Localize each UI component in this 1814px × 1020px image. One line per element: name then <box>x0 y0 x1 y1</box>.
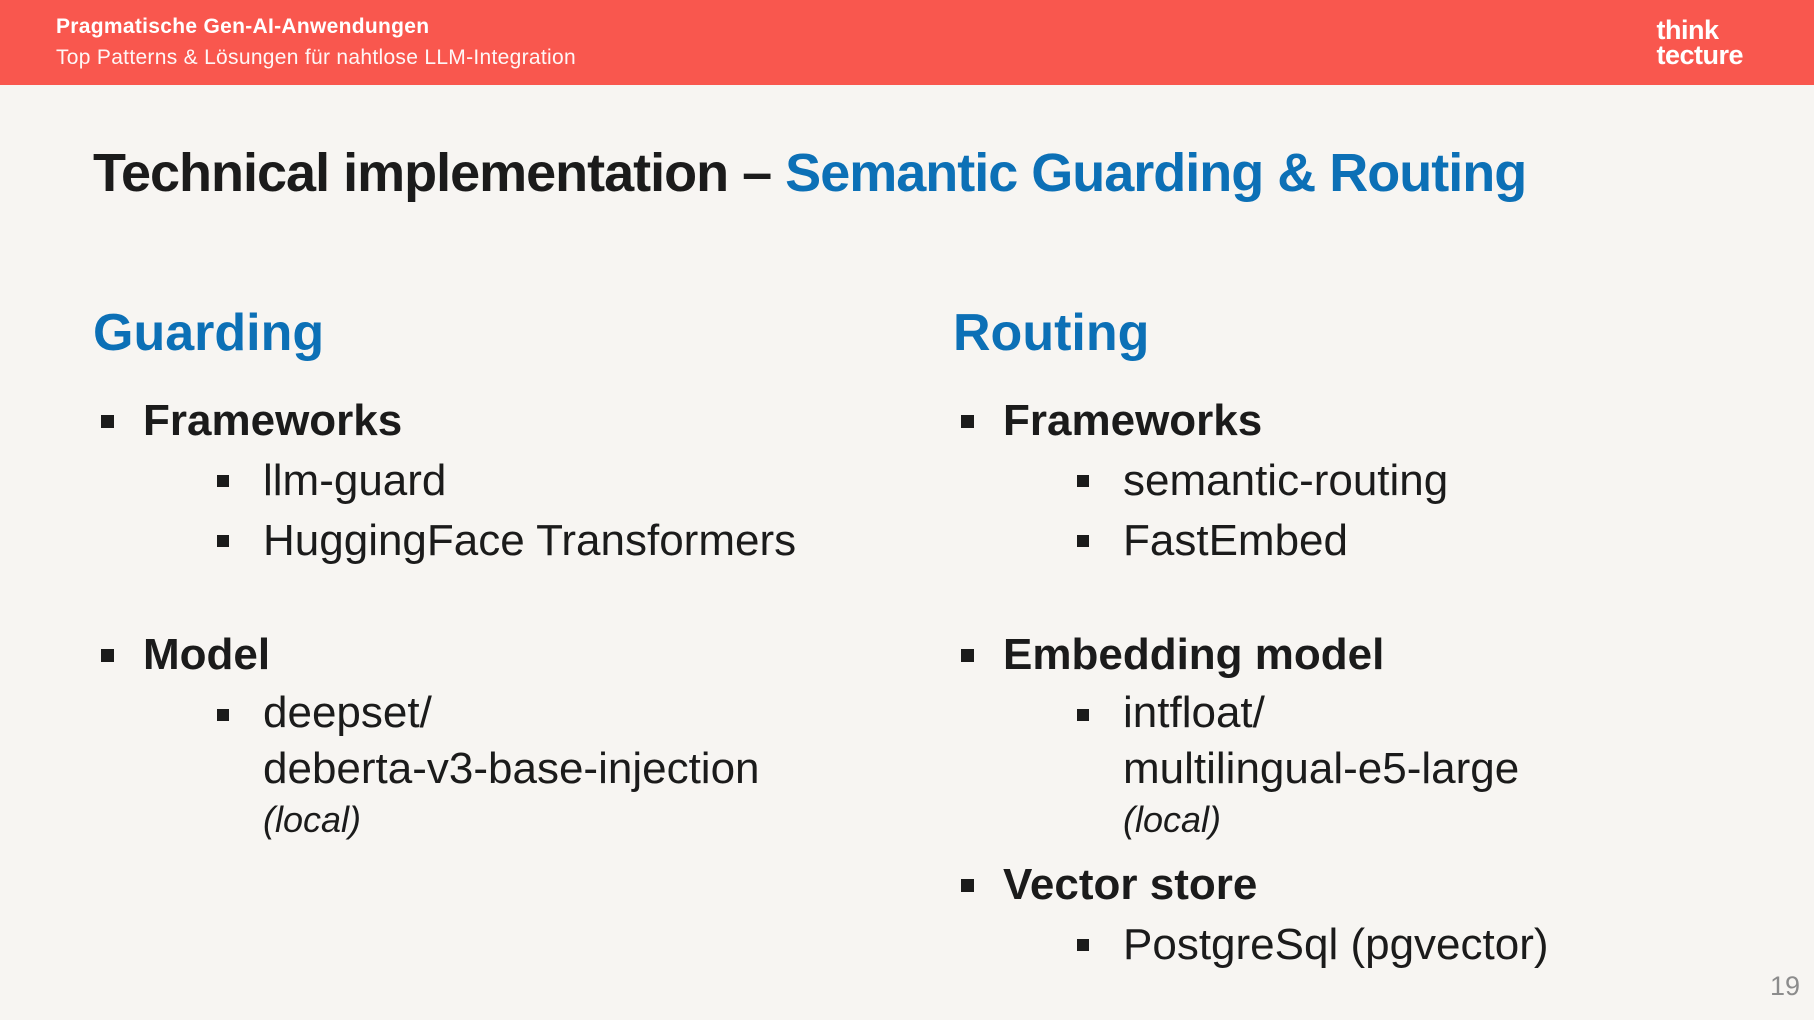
list-item-huggingface-transformers: HuggingFace Transformers <box>93 511 893 571</box>
square-bullet-icon <box>217 709 229 721</box>
list-item-semantic-routing: semantic-routing <box>953 451 1773 511</box>
list-label: Model <box>143 630 271 679</box>
list-item-text: PostgreSql (pgvector) <box>1123 920 1549 969</box>
guarding-heading: Guarding <box>93 304 325 362</box>
list-item-text: llm-guard <box>263 456 447 505</box>
deck-title: Pragmatische Gen-AI-Anwendungen <box>56 15 430 38</box>
slide-title: Technical implementation – Semantic Guar… <box>93 142 1527 204</box>
guarding-column: Guarding Frameworks llm-guard HuggingFac… <box>93 303 893 843</box>
square-bullet-icon <box>961 879 974 892</box>
page-number: 19 <box>1769 971 1800 1001</box>
header-text-block: Pragmatische Gen-AI-Anwendungen Top Patt… <box>56 15 576 70</box>
list-item-frameworks: Frameworks <box>93 391 893 451</box>
routing-column: Routing Frameworks semantic-routing Fast… <box>953 303 1773 975</box>
list-item-multiline: intfloat/ multilingual-e5-large (local) <box>1123 685 1519 843</box>
list-item-text: FastEmbed <box>1123 516 1348 565</box>
list-item-text: intfloat/ <box>1123 688 1265 737</box>
list-item-embedding-model: Embedding model <box>953 625 1773 685</box>
list-item-fastembed: FastEmbed <box>953 511 1773 571</box>
square-bullet-icon <box>1077 939 1089 951</box>
list-item-deepset-deberta: deepset/ deberta-v3-base-injection (loca… <box>93 685 893 843</box>
list-item-postgresql-pgvector: PostgreSql (pgvector) <box>953 915 1773 975</box>
square-bullet-icon <box>101 415 114 428</box>
slide-title-prefix: Technical implementation – <box>93 143 786 203</box>
list-item-text: HuggingFace Transformers <box>263 516 797 565</box>
routing-embedding-model-group: Embedding model intfloat/ multilingual-e… <box>953 625 1773 843</box>
square-bullet-icon <box>1077 475 1089 487</box>
thinktecture-logo: think tecture <box>1656 14 1743 70</box>
square-bullet-icon <box>101 649 114 662</box>
deck-subtitle: Top Patterns & Lösungen für nahtlose LLM… <box>56 46 576 69</box>
square-bullet-icon <box>1077 535 1089 547</box>
header-bar: Pragmatische Gen-AI-Anwendungen Top Patt… <box>0 0 1814 85</box>
list-label: Frameworks <box>143 396 403 445</box>
list-item-frameworks: Frameworks <box>953 391 1773 451</box>
square-bullet-icon <box>961 649 974 662</box>
routing-frameworks-group: Frameworks semantic-routing FastEmbed <box>953 391 1773 571</box>
list-item-llm-guard: llm-guard <box>93 451 893 511</box>
list-item-text: deepset/ <box>263 688 432 737</box>
list-item-text: semantic-routing <box>1123 456 1449 505</box>
square-bullet-icon <box>961 415 974 428</box>
guarding-frameworks-group: Frameworks llm-guard HuggingFace Transfo… <box>93 391 893 571</box>
list-item-text: multilingual-e5-large <box>1123 744 1520 793</box>
slide-title-accent: Semantic Guarding & Routing <box>785 143 1527 203</box>
square-bullet-icon <box>217 535 229 547</box>
logo-line-2: tecture <box>1656 39 1743 70</box>
list-item-text: deberta-v3-base-injection <box>263 744 760 793</box>
square-bullet-icon <box>217 475 229 487</box>
list-item-vector-store: Vector store <box>953 855 1773 915</box>
logo-line-1: think <box>1656 14 1719 45</box>
list-label: Embedding model <box>1003 630 1385 679</box>
square-bullet-icon <box>1077 709 1089 721</box>
routing-heading: Routing <box>953 304 1150 362</box>
routing-vector-store-group: Vector store PostgreSql (pgvector) <box>953 855 1773 975</box>
local-note: (local) <box>263 799 362 840</box>
list-item-intfloat-multilingual: intfloat/ multilingual-e5-large (local) <box>953 685 1773 843</box>
local-note: (local) <box>1123 799 1222 840</box>
guarding-model-group: Model deepset/ deberta-v3-base-injection… <box>93 625 893 843</box>
list-label: Vector store <box>1003 860 1258 909</box>
list-item-multiline: deepset/ deberta-v3-base-injection (loca… <box>263 685 760 843</box>
list-item-model: Model <box>93 625 893 685</box>
list-label: Frameworks <box>1003 396 1263 445</box>
